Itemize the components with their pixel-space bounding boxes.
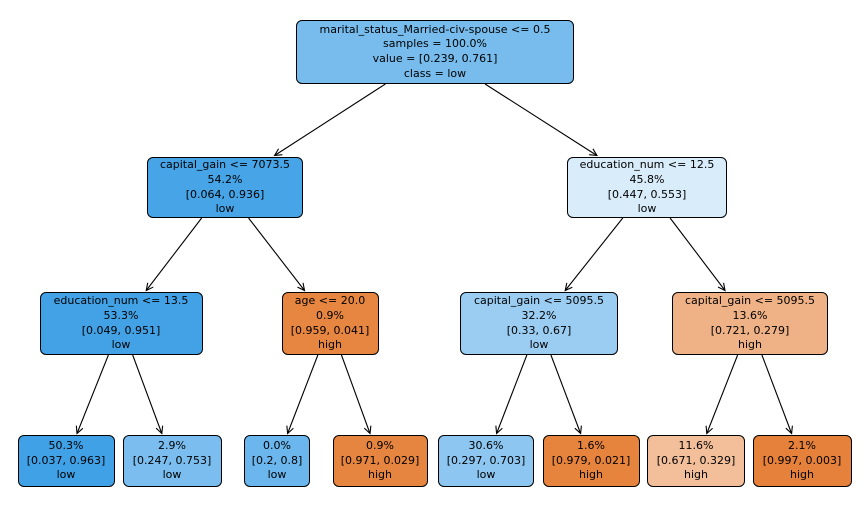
node-text-line: age <= 20.0 xyxy=(294,294,366,308)
node-text-line: [0.247, 0.753] xyxy=(132,453,212,467)
node-text-line: [0.447, 0.553] xyxy=(607,187,687,201)
node-text-line: capital_gain <= 5095.5 xyxy=(473,294,605,308)
tree-edge-n6-n13 xyxy=(705,354,739,435)
tree-edge-n6-n14 xyxy=(761,354,793,435)
node-text-line: 30.6% xyxy=(468,439,504,453)
node-text-line: low xyxy=(162,468,182,482)
node-text-line: education_num <= 13.5 xyxy=(53,294,189,308)
node-text-line: high xyxy=(790,468,814,482)
node-text-line: low xyxy=(529,338,549,352)
node-text-line: education_num <= 12.5 xyxy=(579,158,715,172)
node-text-line: low xyxy=(637,202,657,216)
node-text-line: 54.2% xyxy=(207,172,243,186)
node-text-line: [0.33, 0.67] xyxy=(506,323,572,337)
tree-edge-n1-n4 xyxy=(248,217,306,292)
node-text-line: 0.9% xyxy=(316,308,344,322)
tree-node-n8: 2.9%[0.247, 0.753]low xyxy=(122,435,222,487)
node-text-line: 2.1% xyxy=(788,439,816,453)
node-text-line: [0.971, 0.029] xyxy=(340,453,420,467)
tree-edge-n4-n10 xyxy=(340,354,372,435)
tree-edge-n5-n11 xyxy=(495,354,528,435)
tree-node-n12: 1.6%[0.979, 0.021]high xyxy=(542,435,640,487)
tree-edge-n5-n12 xyxy=(550,354,582,435)
node-text-line: value = [0.239, 0.761] xyxy=(372,52,498,65)
node-text-line: 32.2% xyxy=(521,308,557,322)
tree-edge-n3-n7 xyxy=(75,354,109,435)
tree-node-n10: 0.9%[0.971, 0.029]high xyxy=(332,435,428,487)
node-text-line: high xyxy=(579,468,603,482)
node-text-line: [0.049, 0.951] xyxy=(81,323,161,337)
node-text-line: capital_gain <= 5095.5 xyxy=(684,294,816,308)
tree-edge-n2-n6 xyxy=(669,217,726,292)
node-text-line: [0.037, 0.963] xyxy=(26,453,106,467)
tree-edge-n0-n1 xyxy=(273,83,386,157)
node-text-line: 1.6% xyxy=(577,439,605,453)
node-text-line: high xyxy=(368,468,392,482)
node-text-line: low xyxy=(267,468,287,482)
node-text-line: [0.979, 0.021] xyxy=(551,453,631,467)
node-text-line: 50.3% xyxy=(48,439,84,453)
node-text-line: marital_status_Married-civ-spouse <= 0.5 xyxy=(319,22,551,36)
node-text-line: 53.3% xyxy=(103,308,139,322)
node-text-line: 11.6% xyxy=(678,439,714,453)
node-text-line: low xyxy=(56,468,76,482)
node-text-line: samples = 100.0% xyxy=(383,37,487,51)
node-text-line: [0.959, 0.041] xyxy=(290,323,370,337)
node-text-line: high xyxy=(738,338,762,352)
node-text-line: capital_gain <= 7073.5 xyxy=(159,158,291,172)
tree-edge-n0-n2 xyxy=(484,83,598,157)
node-text-line: [0.297, 0.703] xyxy=(446,453,526,467)
tree-edge-n2-n5 xyxy=(564,217,624,292)
node-text-line: [0.671, 0.329] xyxy=(656,453,736,467)
tree-edge-n4-n9 xyxy=(286,354,319,435)
node-text-line: low xyxy=(476,468,496,482)
node-text-line: class = low xyxy=(403,66,467,80)
node-text-line: [0.064, 0.936] xyxy=(185,187,265,201)
tree-node-n7: 50.3%[0.037, 0.963]low xyxy=(17,435,115,487)
node-text-line: [0.2, 0.8] xyxy=(251,453,303,467)
tree-node-n0: marital_status_Married-civ-spouse <= 0.5… xyxy=(296,20,574,84)
node-text-line: high xyxy=(684,468,708,482)
node-text-line: 2.9% xyxy=(158,439,186,453)
node-text-line: 45.8% xyxy=(629,172,665,186)
tree-node-n13: 11.6%[0.671, 0.329]high xyxy=(647,435,745,487)
node-text-line: 0.0% xyxy=(263,439,291,453)
node-text-line: [0.997, 0.003] xyxy=(762,453,842,467)
tree-node-n11: 30.6%[0.297, 0.703]low xyxy=(438,435,534,487)
node-text-line: 0.9% xyxy=(366,439,394,453)
node-text-line: low xyxy=(215,202,235,216)
tree-node-n14: 2.1%[0.997, 0.003]high xyxy=(752,435,852,487)
node-text-line: high xyxy=(318,338,342,352)
tree-edge-n3-n8 xyxy=(132,354,164,435)
tree-edge-n1-n3 xyxy=(145,217,203,292)
node-text-line: 13.6% xyxy=(732,308,768,322)
tree-node-n9: 0.0%[0.2, 0.8]low xyxy=(244,435,310,487)
node-text-line: [0.721, 0.279] xyxy=(710,323,790,337)
node-text-line: low xyxy=(111,338,131,352)
